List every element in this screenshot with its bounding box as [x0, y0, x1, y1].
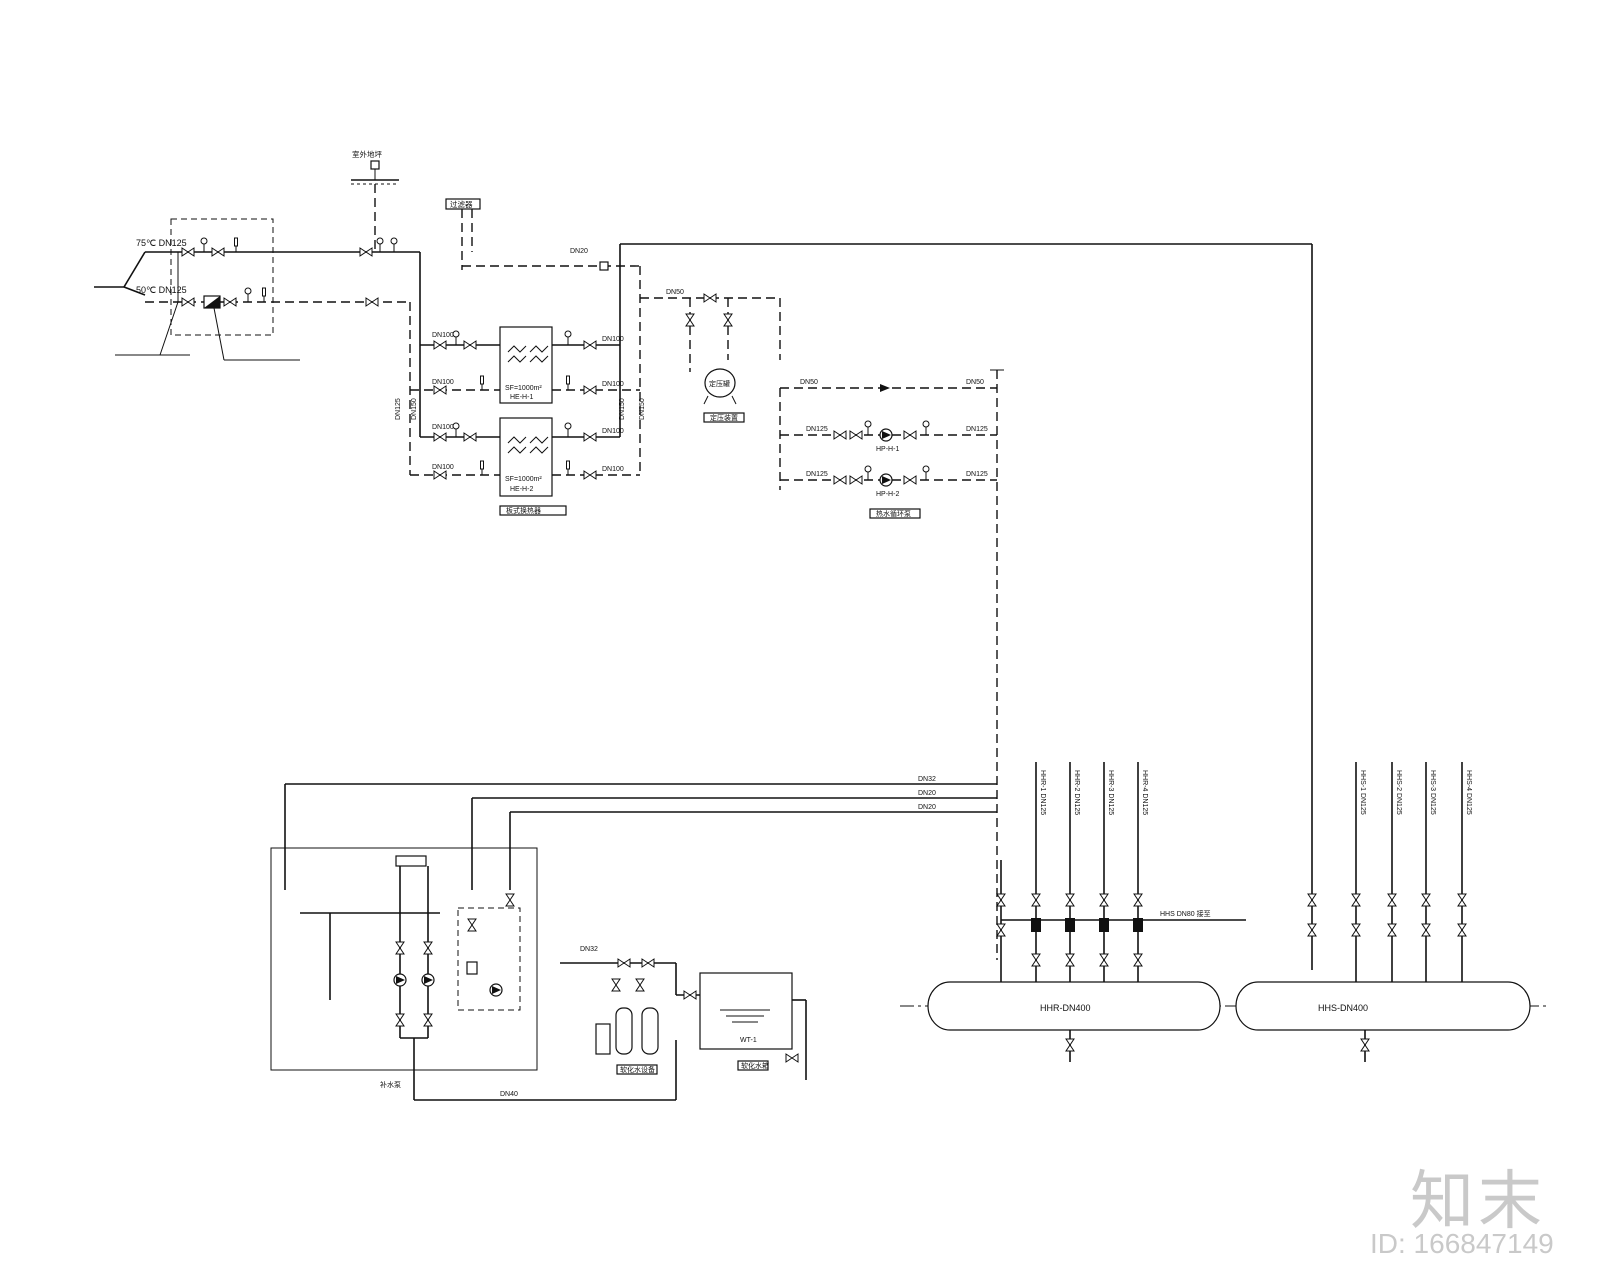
makeup-dn32: DN32 — [918, 776, 936, 783]
pump2-out: DN125 — [966, 471, 988, 478]
riser-left-2: HHR-2 DN125 — [1073, 770, 1080, 815]
filter-label: 过滤器 — [450, 199, 473, 209]
main-dn125-label: DN125 — [395, 398, 402, 420]
bypass-text: HHS DN80 接至 — [1160, 909, 1211, 918]
return-temp-label: 50℃ DN125 — [136, 285, 187, 295]
sensor-box — [599, 261, 609, 271]
incoming-branch — [94, 251, 146, 296]
svg-text:板式换热器: 板式换热器 — [506, 506, 541, 515]
makeup-pump-group: 补水泵 — [380, 1080, 401, 1089]
makeup-ctrl — [395, 855, 427, 867]
watermark-logo: 知末 — [1410, 1165, 1546, 1239]
hx2-area: SF=1000m² — [505, 476, 542, 483]
water-tank-label: 软化水箱 — [741, 1061, 769, 1070]
svg-text:HHS-DN400: HHS-DN400 — [1318, 1003, 1368, 1013]
riser-left-1: HHR-1 DN125 — [1039, 770, 1046, 815]
softener-1 — [615, 1007, 633, 1055]
makeup-dn20: DN20 — [918, 790, 936, 797]
softener-dn32: DN32 — [580, 946, 598, 953]
ground-marker: 室外地坪 — [351, 149, 399, 185]
pump1-out: DN125 — [966, 426, 988, 433]
svg-text:HHR-DN400: HHR-DN400 — [1040, 1003, 1091, 1013]
supply-temp-label: 75℃ DN125 — [136, 238, 187, 248]
bypass-dn50: DN50 — [966, 379, 984, 386]
brine-tank — [595, 1023, 611, 1055]
hx1-area: SF=1000m² — [505, 385, 542, 392]
heat-exchanger-2: SF=1000m² HE-H-2 — [499, 417, 553, 497]
header-hhr: HHR-DN400 — [927, 981, 1221, 1031]
watermark-id: ID: 166847149 — [1370, 1228, 1554, 1259]
riser-left-3: HHR-3 DN125 — [1107, 770, 1114, 815]
pump1-tag: HP-H-1 — [876, 446, 899, 453]
hhr-risers — [1000, 762, 1246, 982]
hhs-risers — [1355, 762, 1463, 982]
hx2-tag: HE-H-2 — [510, 486, 533, 493]
filter-box: 过滤器 — [445, 198, 481, 210]
svg-text:定压装置: 定压装置 — [710, 413, 738, 422]
riser-right-3: HHS-3 DN125 — [1429, 770, 1436, 815]
pump1-in: DN125 — [806, 426, 828, 433]
hx1-in-label: DN100 — [432, 332, 454, 339]
makeup-dn20-b: DN20 — [918, 804, 936, 811]
pump-group-label: 热水循环泵 — [869, 508, 921, 519]
pump2-in: DN125 — [806, 471, 828, 478]
hx1-out-label: DN100 — [432, 379, 454, 386]
makeup-return-label: DN40 — [500, 1091, 518, 1098]
water-tank-label-box — [737, 1060, 769, 1071]
makeup-inner-box — [457, 907, 521, 1011]
hx2-out-label: DN100 — [432, 464, 454, 471]
riser-right-4: HHS-4 DN125 — [1465, 770, 1472, 815]
hx2-in-label: DN100 — [432, 424, 454, 431]
riser-left-4: HHR-4 DN125 — [1141, 770, 1148, 815]
hx1-sec-in: DN100 — [602, 381, 624, 388]
hx1-tag: HE-H-1 — [510, 394, 533, 401]
riser-right-2: HHS-2 DN125 — [1395, 770, 1402, 815]
riser-dn150-a: DN150 — [619, 398, 626, 420]
svg-text:定压罐: 定压罐 — [709, 379, 730, 388]
heat-exchanger-1: SF=1000m² HE-H-1 — [499, 326, 553, 404]
riser-right-1: HHS-1 DN125 — [1359, 770, 1366, 815]
softener-2 — [641, 1007, 659, 1055]
bypass-left-dn50: DN50 — [800, 379, 818, 386]
hx2-sec-out: DN100 — [602, 428, 624, 435]
softener-label-box — [616, 1064, 658, 1075]
riser-dn150-b: DN150 — [639, 398, 646, 420]
hx2-sec-in: DN100 — [602, 466, 624, 473]
water-tank: WT-1 — [699, 972, 793, 1050]
tank-line-label: DN50 — [666, 289, 684, 296]
sensor-label: DN20 — [570, 248, 588, 255]
expansion-tank: 定压装置 定压罐 — [703, 368, 745, 423]
metering-box — [170, 218, 274, 336]
svg-text:热水循环泵: 热水循环泵 — [876, 509, 911, 518]
hx-group-label: 板式换热器 — [499, 505, 567, 516]
hx1-sec-out: DN100 — [602, 336, 624, 343]
header-hhs: HHS-DN400 — [1235, 981, 1531, 1031]
svg-text:WT-1: WT-1 — [740, 1037, 757, 1044]
pump2-tag: HP-H-2 — [876, 491, 899, 498]
softener-label: 软化水设备 — [620, 1065, 655, 1074]
main-dn150-label: DN150 — [411, 398, 418, 420]
makeup-unit-box — [270, 847, 538, 1071]
ground-label: 室外地坪 — [352, 149, 382, 159]
